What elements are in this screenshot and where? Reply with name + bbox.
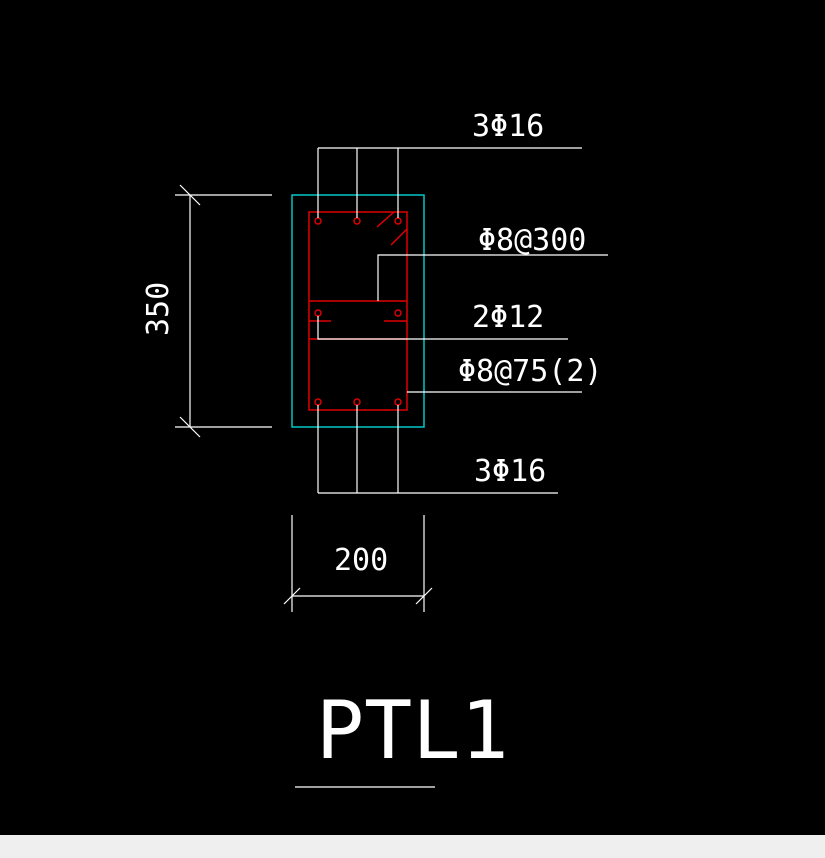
stirrup-outline: [308, 211, 408, 411]
rebar-bottom-right: [394, 398, 402, 406]
width-dimension-label: 200: [334, 543, 388, 578]
bottom-bars-label: 3Φ16: [474, 454, 546, 489]
stirrup-spacing-label: Φ8@300: [478, 223, 586, 258]
rebar-top-left: [314, 217, 322, 225]
rebar-top-right: [394, 217, 402, 225]
height-dimension: [175, 184, 272, 438]
concrete-section-outline: [291, 194, 425, 428]
beam-section-drawing: 3Φ16 Φ8@300 2Φ12 Φ8@75(2) 3Φ16 200 350 P…: [141, 109, 608, 788]
rebar-top-middle: [353, 217, 361, 225]
leader-lines: [317, 147, 608, 494]
stirrup-hook-2: [390, 228, 408, 246]
height-dimension-label: 350: [141, 282, 176, 336]
cad-drawing-canvas[interactable]: 3Φ16 Φ8@300 2Φ12 Φ8@75(2) 3Φ16 200 350 P…: [0, 0, 825, 835]
rebar-bottom-middle: [353, 398, 361, 406]
rebar-bottom-left: [314, 398, 322, 406]
rebar-mid-left: [314, 309, 322, 317]
width-dimension: [283, 515, 433, 612]
status-strip: [0, 835, 825, 858]
drawing-title: PTL1: [316, 684, 509, 777]
rebar-mid-right: [394, 309, 402, 317]
rebar-dots: [314, 217, 402, 406]
stirrup-dense-label: Φ8@75(2): [458, 354, 603, 389]
top-bars-label: 3Φ16: [472, 109, 544, 144]
stirrup-hook: [376, 211, 395, 228]
mid-bars-label: 2Φ12: [472, 300, 544, 335]
